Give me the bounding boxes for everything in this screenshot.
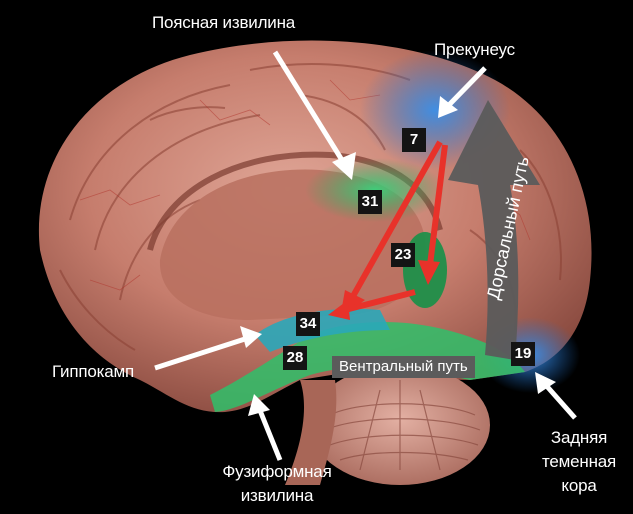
parietal-label-line2: теменная [534, 452, 624, 472]
cingulate-label: Поясная извилина [152, 13, 295, 33]
area-28-badge: 28 [283, 346, 307, 370]
area-23-badge: 23 [391, 243, 415, 267]
area-34-badge: 34 [296, 312, 320, 336]
area-19-badge: 19 [511, 342, 535, 366]
ventral-path-label: Вентральный путь [332, 356, 475, 378]
hippocampus-label: Гиппокамп [52, 362, 134, 382]
area-7-badge: 7 [402, 128, 426, 152]
fusiform-label-line2: извилина [212, 486, 342, 506]
fusiform-label-line1: Фузиформная [212, 462, 342, 482]
area-31-badge: 31 [358, 190, 382, 214]
parietal-label-line1: Задняя [534, 428, 624, 448]
precuneus-label: Прекунеус [434, 40, 515, 60]
parietal-label-line3: кора [534, 476, 624, 496]
